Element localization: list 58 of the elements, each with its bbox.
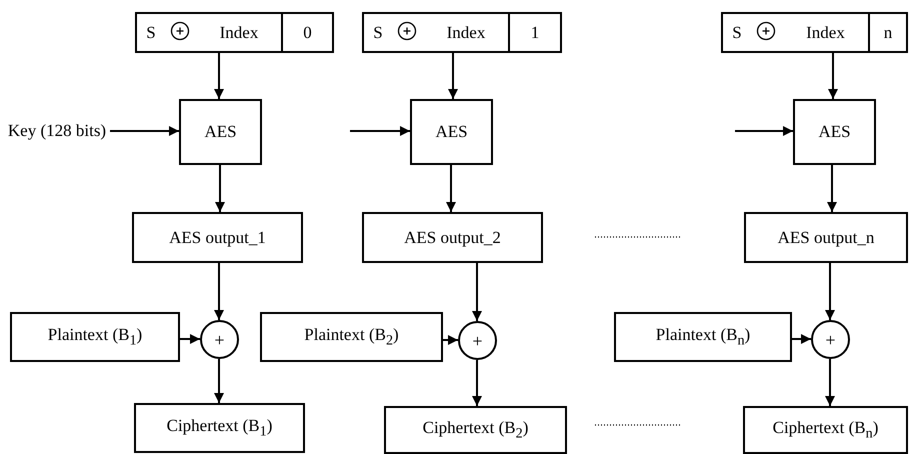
box-label: AES — [435, 122, 468, 142]
arrow — [825, 359, 835, 406]
box-label: AES — [818, 122, 851, 142]
ciphertext-box — [743, 406, 908, 454]
counter-value: 1 — [530, 22, 540, 42]
xor-circle: + — [811, 320, 850, 359]
index-label: Index — [806, 22, 845, 42]
arrow — [792, 334, 811, 344]
box-label: Plaintext (B$_{1}$) — [48, 324, 142, 350]
arrow — [215, 165, 225, 212]
counter-box — [135, 12, 334, 53]
xor-circle: + — [200, 320, 239, 359]
counter-value: 0 — [303, 22, 312, 42]
arrow — [214, 53, 224, 99]
box-label: AES output_2 — [404, 228, 501, 248]
ciphertext-box — [134, 403, 305, 453]
output-box — [744, 212, 908, 263]
arrow — [110, 126, 179, 136]
arrow — [443, 335, 458, 345]
seed-label: S — [146, 22, 156, 42]
seed-label: S — [732, 22, 742, 42]
index-label: Index — [446, 22, 486, 42]
counter-box — [721, 12, 908, 53]
arrow — [350, 126, 410, 136]
box-label: Plaintext (B$_{n}$) — [656, 324, 750, 350]
counter-box — [362, 12, 562, 53]
arrow — [214, 263, 224, 320]
box-label: AES output_n — [778, 228, 874, 248]
plaintext-box — [260, 312, 443, 362]
output-box — [362, 212, 543, 263]
ciphertext-box — [384, 406, 567, 454]
box-label: Ciphertext (B$_{n}$) — [772, 418, 878, 442]
arrow — [828, 53, 838, 99]
arrow — [448, 53, 458, 99]
aes-box — [410, 99, 493, 165]
box-label: Plaintext (B$_{2}$) — [304, 324, 399, 350]
plaintext-box — [10, 312, 180, 362]
box-label: AES output_1 — [169, 228, 266, 248]
key-label: Key (128 bits) — [4, 106, 110, 156]
output-box — [132, 212, 303, 263]
arrow — [472, 360, 482, 406]
counter-value: n — [884, 22, 892, 42]
arrow — [180, 334, 200, 344]
box-label: AES — [204, 122, 237, 142]
arrow — [827, 165, 837, 212]
aes-box — [179, 99, 262, 165]
aes-box — [793, 99, 876, 165]
seed-label: S — [373, 22, 383, 42]
arrow — [472, 263, 482, 321]
index-label: Index — [220, 22, 258, 42]
arrow — [214, 359, 224, 403]
plaintext-box — [614, 312, 792, 362]
box-label: Ciphertext (B$_{1}$) — [166, 416, 272, 440]
arrow — [735, 126, 793, 136]
arrow — [446, 165, 456, 212]
box-label: Ciphertext (B$_{2}$) — [422, 418, 528, 442]
arrow — [825, 263, 835, 320]
xor-circle: + — [458, 321, 497, 360]
